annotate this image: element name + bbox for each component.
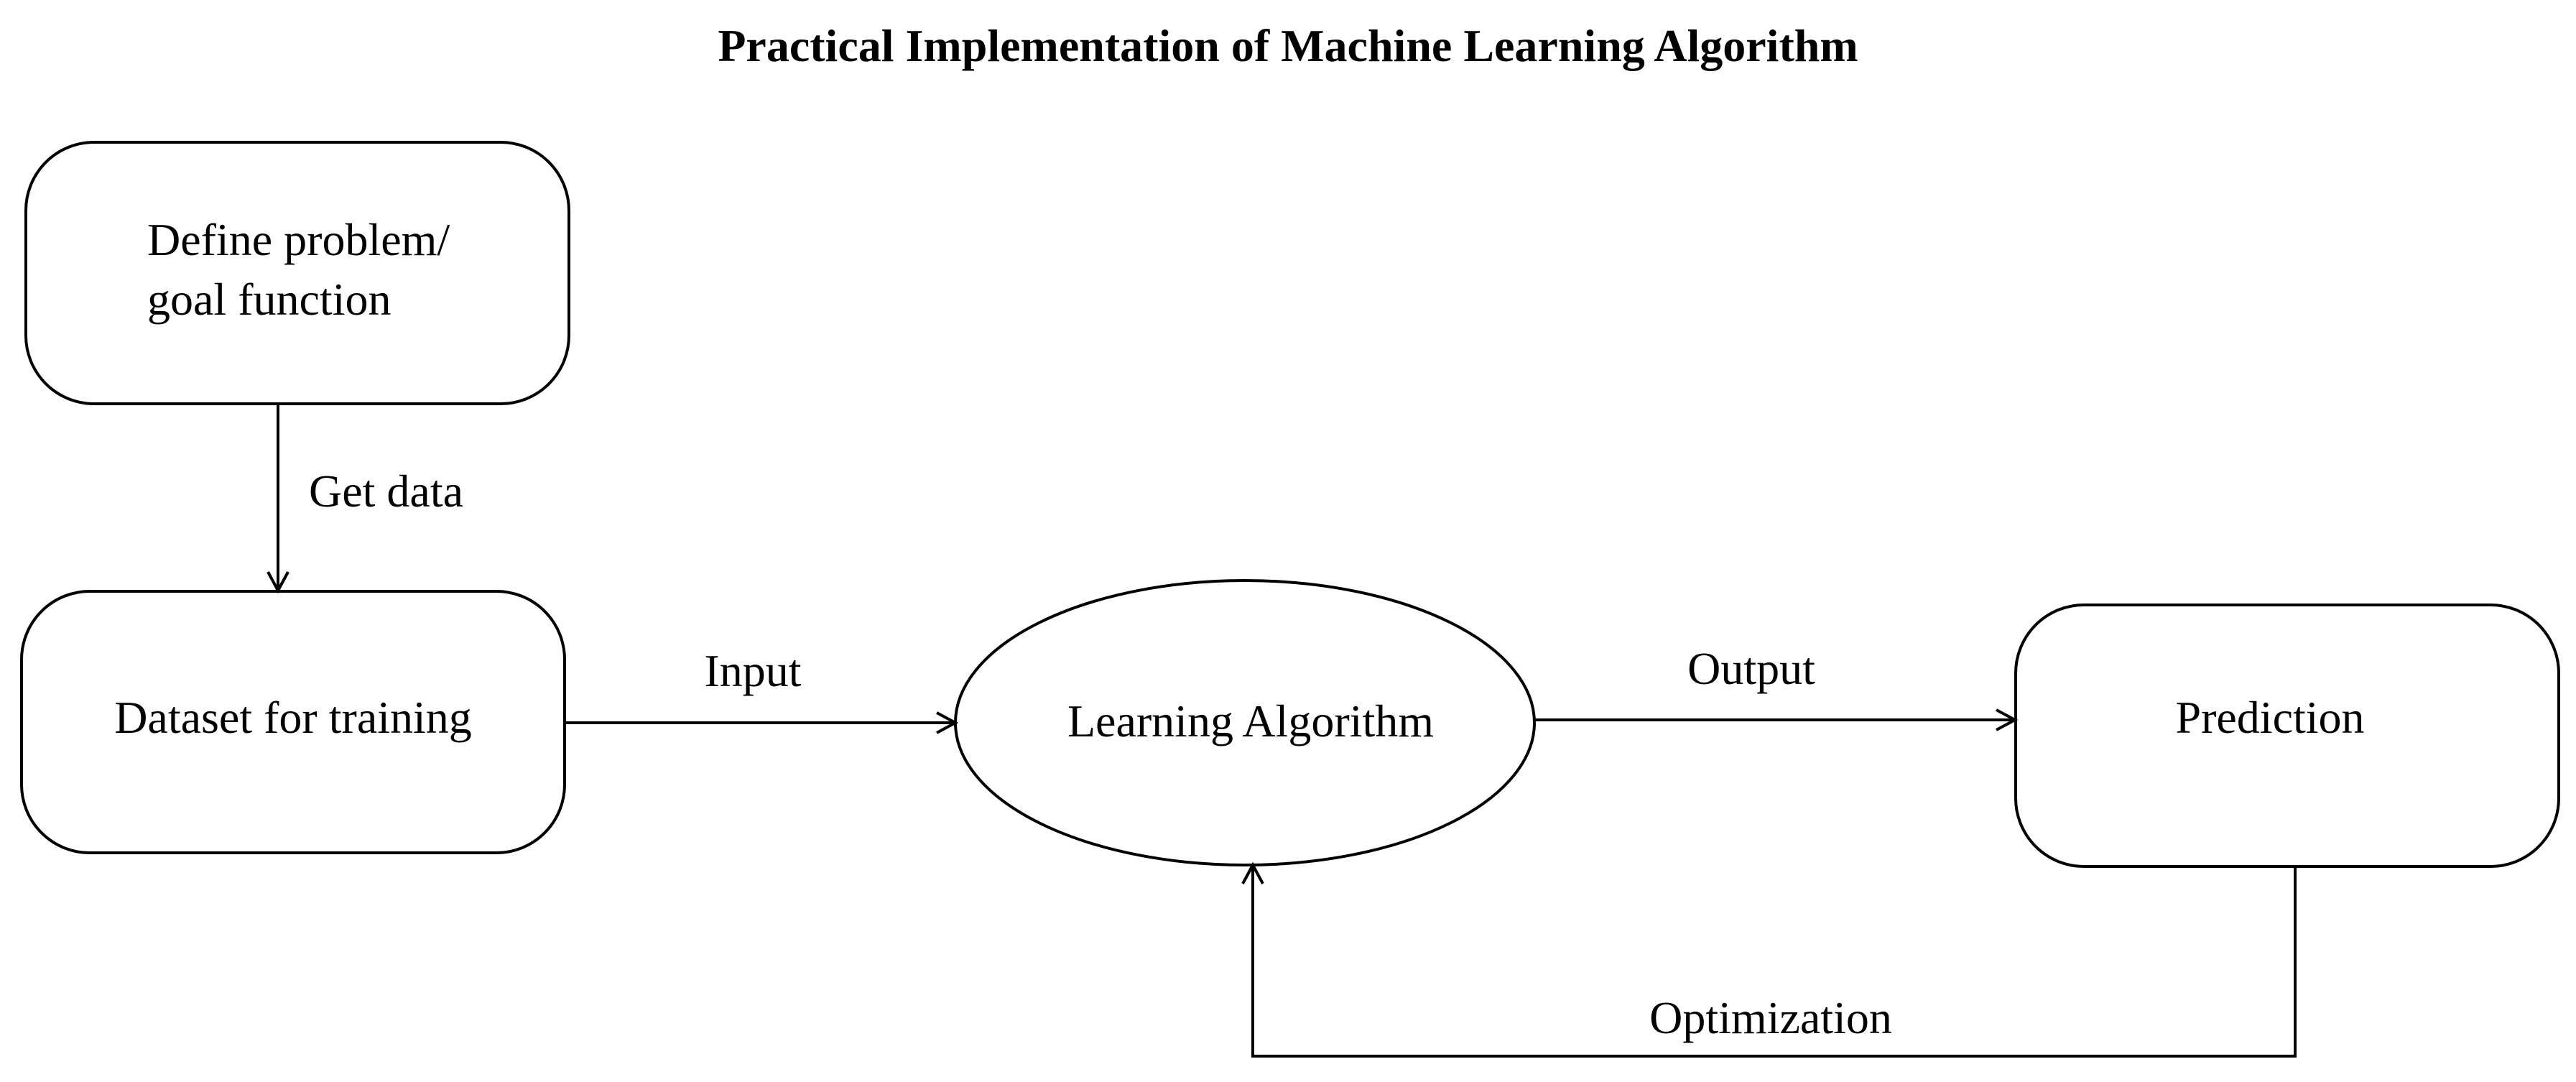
edge-get-data-label: Get data bbox=[309, 466, 463, 517]
node-define-problem-line2: goal function bbox=[147, 274, 391, 325]
node-learning-algorithm: Learning Algorithm bbox=[954, 579, 1536, 866]
edge-get-data: Get data bbox=[267, 404, 463, 594]
edge-optimization-label: Optimization bbox=[1649, 992, 1892, 1043]
edge-input-label: Input bbox=[704, 645, 801, 696]
diagram-title: Practical Implementation of Machine Lear… bbox=[718, 20, 1858, 71]
node-prediction: Prediction bbox=[2014, 604, 2560, 868]
node-dataset: Dataset for training bbox=[20, 590, 566, 854]
edge-optimization: Optimization bbox=[1241, 861, 2297, 1058]
node-define-problem-line1: Define problem/ bbox=[147, 214, 450, 265]
node-learning-algorithm-label: Learning Algorithm bbox=[1067, 695, 1434, 746]
node-define-problem: Define problem/ goal function bbox=[24, 141, 570, 405]
node-dataset-label: Dataset for training bbox=[114, 692, 472, 743]
edge-input: Input bbox=[565, 645, 959, 734]
edge-output: Output bbox=[1534, 643, 2019, 731]
node-prediction-label: Prediction bbox=[2175, 692, 2364, 743]
edge-output-label: Output bbox=[1687, 643, 1815, 694]
